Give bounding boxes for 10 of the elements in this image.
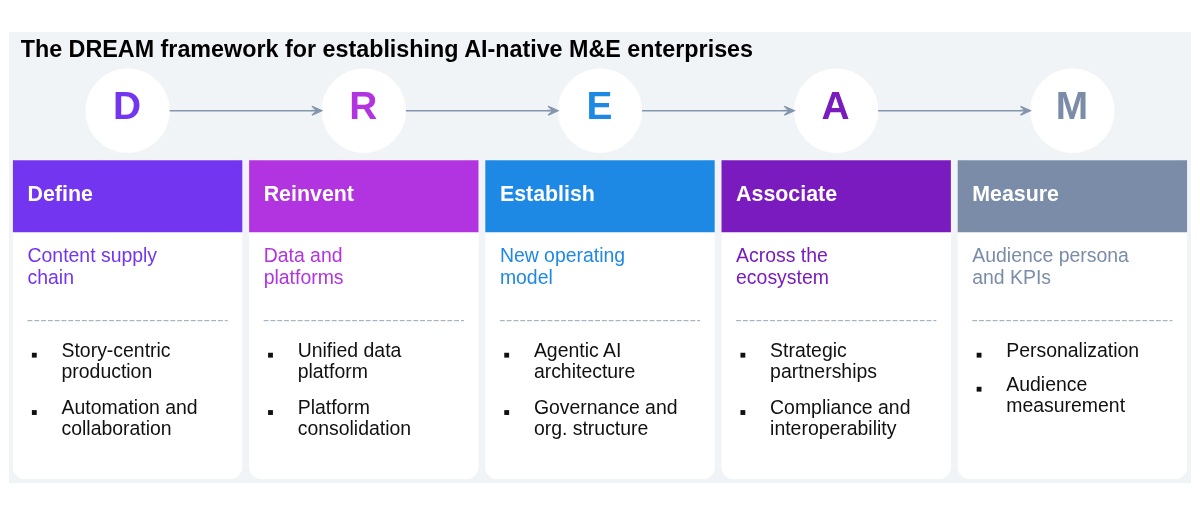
node-circle: A — [793, 68, 879, 153]
node-circle: R — [321, 68, 407, 153]
arrow — [405, 105, 559, 116]
node-circle: D — [85, 68, 170, 153]
diagram-title: The DREAM framework for establishing AI-native M&E enterprises — [20, 36, 754, 63]
node-circle: E — [557, 68, 643, 153]
arrow — [168, 105, 323, 116]
arrow — [641, 105, 795, 116]
arrow — [877, 105, 1031, 116]
node-circle: M — [1030, 68, 1115, 153]
